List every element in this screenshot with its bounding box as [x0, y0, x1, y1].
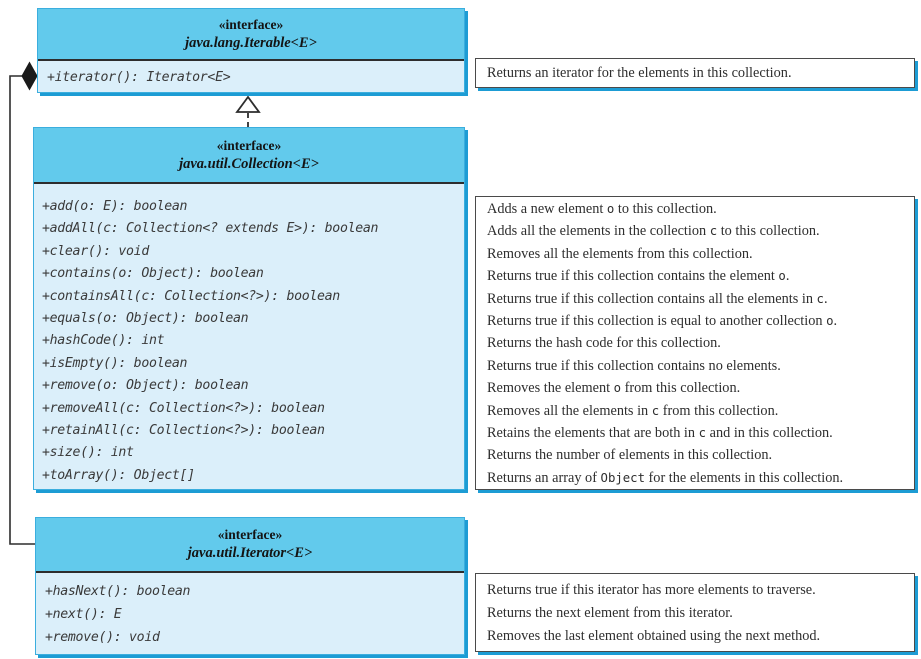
note-collection: Adds a new element o to this collection.… — [475, 196, 915, 490]
method-signature: +hasNext(): boolean — [45, 584, 191, 599]
note-line: Returns an iterator for the elements in … — [487, 64, 792, 81]
note-line: Returns true if this collection is equal… — [487, 313, 838, 330]
method-signature: +remove(): void — [45, 630, 160, 645]
note-lines: Adds a new element o to this collection.… — [476, 197, 914, 489]
method-signature: +retainAll(c: Collection<?>): boolean — [42, 423, 325, 439]
note-line: Returns the number of elements in this c… — [487, 447, 773, 464]
composition-line — [9, 75, 35, 545]
method-signature: +equals(o: Object): boolean — [42, 311, 249, 327]
inline-code: o — [613, 381, 622, 396]
stereotype-label: «interface» — [216, 137, 282, 153]
interface-name: java.util.Collection<E> — [179, 155, 319, 172]
stereotype-label: «interface» — [218, 16, 284, 32]
method-signature: +iterator(): Iterator<E> — [47, 70, 231, 85]
note-line: Returns true if this collection contains… — [487, 268, 790, 285]
note-line: Removes the last element obtained using … — [487, 628, 821, 644]
note-line: Retains the elements that are both in c … — [487, 425, 833, 442]
note-line: Returns true if this collection contains… — [487, 357, 781, 374]
note-lines: Returns an iterator for the elements in … — [476, 65, 792, 82]
inline-code: c — [816, 291, 824, 306]
inline-code: c — [698, 426, 707, 441]
inline-code: Object — [600, 470, 645, 485]
note-line: Removes the element o from this collecti… — [487, 380, 741, 397]
interface-header: «interface» java.util.Collection<E> — [34, 128, 464, 184]
inline-code: c — [651, 403, 660, 418]
inline-code: o — [778, 269, 786, 284]
inline-code: o — [826, 314, 834, 329]
note-line: Removes all the elements from this colle… — [487, 245, 753, 262]
interface-name: java.util.Iterator<E> — [187, 545, 313, 561]
interface-box-iterable: «interface» java.lang.Iterable<E> +itera… — [37, 8, 465, 93]
inline-code: c — [709, 224, 718, 239]
method-signature: +contains(o: Object): boolean — [42, 266, 264, 282]
note-line: Adds a new element o to this collection. — [487, 201, 717, 217]
interface-header: «interface» java.util.Iterator<E> — [36, 518, 464, 573]
interface-name: java.lang.Iterable<E> — [185, 34, 317, 51]
note-line: Returns true if this collection contains… — [487, 290, 828, 307]
method-signature: +add(o: E): boolean — [42, 199, 188, 214]
composition-diamond-icon — [21, 61, 38, 91]
interface-header: «interface» java.lang.Iterable<E> — [38, 9, 464, 61]
method-list: +hasNext(): boolean +next(): E +remove(): … — [36, 573, 464, 649]
note-line: Returns the next element from this itera… — [487, 605, 733, 621]
note-line: Adds all the elements in the collection … — [487, 223, 820, 240]
method-signature: +size(): int — [42, 445, 134, 461]
method-signature: +remove(o: Object): boolean — [42, 378, 249, 394]
method-list: +iterator(): Iterator<E> — [38, 61, 464, 88]
note-lines: Returns true if this iterator has more e… — [476, 574, 914, 648]
note-line: Returns an array of Object for the eleme… — [487, 469, 844, 486]
stereotype-label: «interface» — [217, 527, 283, 542]
realization-arrowhead-icon — [235, 95, 261, 113]
method-signature: +addAll(c: Collection<? extends E>): boo… — [42, 221, 379, 237]
method-signature: +hashCode(): int — [42, 333, 165, 349]
note-line: Returns the hash code for this collectio… — [487, 335, 721, 352]
note-line: Returns true if this iterator has more e… — [487, 582, 816, 598]
method-signature: +next(): E — [45, 607, 122, 622]
inline-code: o — [606, 202, 615, 216]
note-line: Removes all the elements in c from this … — [487, 402, 779, 419]
method-signature: +clear(): void — [42, 243, 149, 259]
method-signature: +removeAll(c: Collection<?>): boolean — [42, 400, 325, 416]
method-signature: +toArray(): Object[] — [42, 467, 195, 483]
note-iterator: Returns true if this iterator has more e… — [475, 573, 915, 652]
note-iterable: Returns an iterator for the elements in … — [475, 58, 915, 88]
interface-box-collection: «interface» java.util.Collection<E> +add… — [33, 127, 465, 490]
interface-box-iterator: «interface» java.util.Iterator<E> +hasNe… — [35, 517, 465, 655]
method-signature: +containsAll(c: Collection<?>): boolean — [42, 288, 340, 304]
method-list: +add(o: E): boolean +addAll(c: Collection… — [34, 184, 464, 487]
method-signature: +isEmpty(): boolean — [42, 355, 188, 371]
